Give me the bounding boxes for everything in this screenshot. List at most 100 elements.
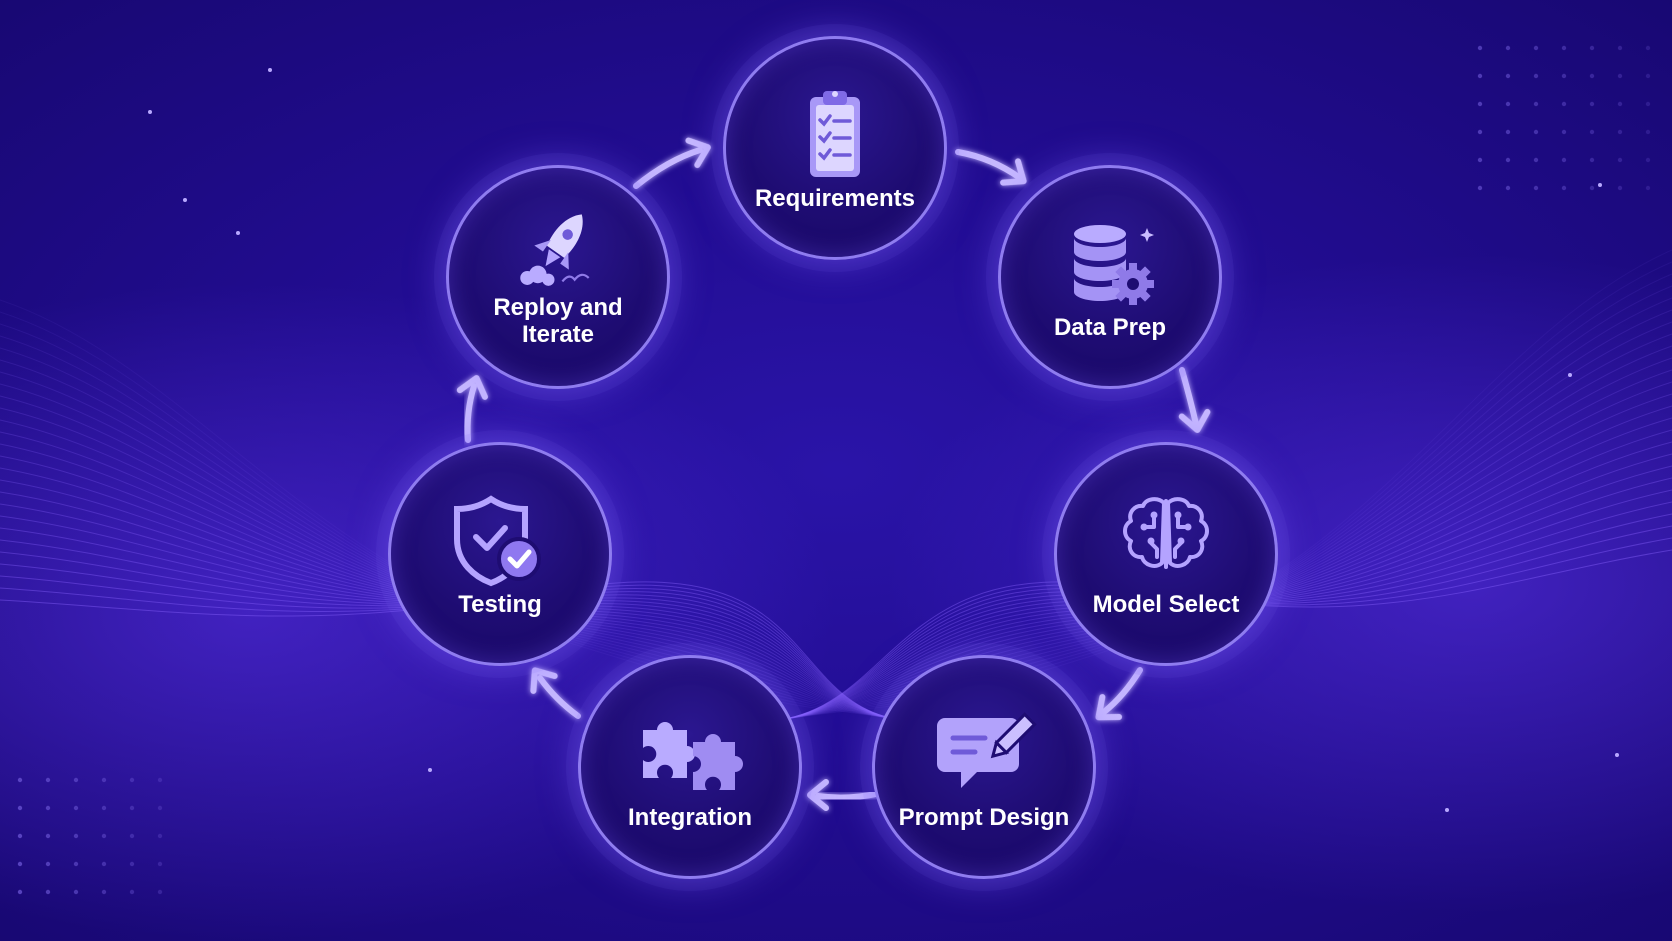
background-dot (17, 833, 23, 839)
chat-pencil-icon (937, 711, 1037, 788)
background-dot (17, 861, 23, 867)
database-gear-icon (1074, 224, 1154, 305)
background-dot (1477, 157, 1483, 163)
background-dot (1617, 101, 1623, 107)
background-dot (1617, 73, 1623, 79)
background-dot (1645, 157, 1651, 163)
background-dot (17, 889, 23, 895)
background-dot (73, 833, 79, 839)
background-dot (1645, 45, 1651, 51)
background-dot (1645, 185, 1651, 191)
step-label: Requirements (754, 184, 916, 212)
background-dot (1561, 185, 1567, 191)
star-sparkle (148, 110, 152, 114)
clipboard-checklist-icon (810, 90, 860, 177)
star-sparkle (268, 68, 272, 72)
step-label: Data Prep (1053, 313, 1167, 341)
background-dot (157, 777, 163, 783)
background-dot (1589, 73, 1595, 79)
background-dot (1505, 157, 1511, 163)
shield-check-icon (454, 494, 541, 586)
background-dot (1533, 157, 1539, 163)
step-model-select[interactable]: Model Select (1054, 442, 1278, 666)
background-dot (1589, 185, 1595, 191)
background-dot (1477, 73, 1483, 79)
background-dot (1477, 45, 1483, 51)
rocket-icon (520, 214, 590, 286)
background-dot (1505, 45, 1511, 51)
background-dot (1561, 157, 1567, 163)
background-dot (1589, 45, 1595, 51)
background-dot (129, 833, 135, 839)
step-testing[interactable]: Testing (388, 442, 612, 666)
background-dot (1477, 101, 1483, 107)
background-dot (129, 889, 135, 895)
step-requirements[interactable]: Requirements (723, 36, 947, 260)
background-dot (45, 805, 51, 811)
puzzle-icon (643, 721, 743, 790)
background-dot (1533, 45, 1539, 51)
step-label: Testing (458, 590, 542, 618)
background-dot (17, 777, 23, 783)
background-dot (157, 861, 163, 867)
background-dot (73, 861, 79, 867)
background-dot (101, 833, 107, 839)
background-dot (1645, 101, 1651, 107)
step-prompt-design[interactable]: Prompt Design (872, 655, 1096, 879)
background-dot (45, 861, 51, 867)
background-dot (45, 777, 51, 783)
brain-circuit-icon (1123, 496, 1209, 569)
background-dot (1477, 185, 1483, 191)
background-dot (1505, 129, 1511, 135)
step-label: Model Select (1092, 590, 1240, 618)
background-dot (45, 889, 51, 895)
star-sparkle (183, 198, 187, 202)
background-dot (1505, 185, 1511, 191)
background-dot (1589, 157, 1595, 163)
background-dot (1533, 129, 1539, 135)
background-dot (1589, 101, 1595, 107)
background-dot (101, 805, 107, 811)
background-dot (1561, 45, 1567, 51)
background-dot (129, 805, 135, 811)
background-dot (1533, 185, 1539, 191)
background-dot (73, 889, 79, 895)
background-dot (73, 777, 79, 783)
background-dot (1477, 129, 1483, 135)
background-dot (1533, 101, 1539, 107)
background-dot (1645, 129, 1651, 135)
background-dot (1505, 73, 1511, 79)
background-dot (1617, 185, 1623, 191)
background-dot (73, 805, 79, 811)
background-dot (101, 889, 107, 895)
background-dot (1561, 101, 1567, 107)
background-dot (45, 833, 51, 839)
background-dot (157, 805, 163, 811)
background-dot (1533, 73, 1539, 79)
background-dot (1617, 45, 1623, 51)
background-dot (1589, 129, 1595, 135)
background-dot (1645, 73, 1651, 79)
background-dot (129, 861, 135, 867)
step-label: Reploy and Iterate (493, 294, 623, 348)
background-dot (1617, 129, 1623, 135)
star-sparkle (1598, 183, 1602, 187)
background-dot (157, 833, 163, 839)
step-label: Integration (628, 803, 752, 831)
star-sparkle (1568, 373, 1572, 377)
background-dot (17, 805, 23, 811)
background-dot (101, 777, 107, 783)
step-integration[interactable]: Integration (578, 655, 802, 879)
background-dot (1561, 129, 1567, 135)
step-data-prep[interactable]: Data Prep (998, 165, 1222, 389)
star-sparkle (1615, 753, 1619, 757)
background-dot (1617, 157, 1623, 163)
star-sparkle (236, 231, 240, 235)
background-dot (157, 889, 163, 895)
star-sparkle (428, 768, 432, 772)
background-dot (129, 777, 135, 783)
step-label: Prompt Design (898, 803, 1070, 831)
background-dot (1561, 73, 1567, 79)
star-sparkle (1445, 808, 1449, 812)
step-reploy-and-iterate[interactable]: Reploy and Iterate (446, 165, 670, 389)
